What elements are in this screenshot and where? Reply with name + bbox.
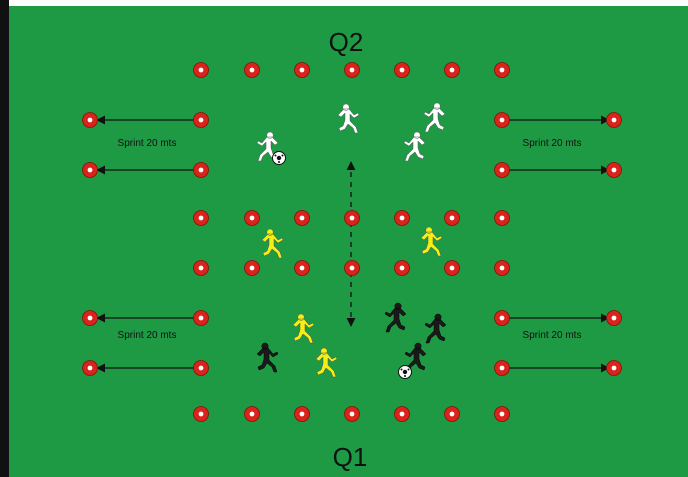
cone-marker-icon	[495, 211, 510, 226]
cone-marker-icon	[194, 407, 209, 422]
cone-marker-icon	[607, 361, 622, 376]
cone-marker-icon	[607, 311, 622, 326]
cone-marker-icon	[245, 211, 260, 226]
soccer-ball-icon	[399, 366, 412, 379]
cone-marker-icon	[295, 261, 310, 276]
cone-marker-icon	[83, 311, 98, 326]
cone-marker-icon	[495, 113, 510, 128]
cone-marker-icon	[345, 63, 360, 78]
cone-marker-icon	[194, 163, 209, 178]
sprint-label-bottom-right: Sprint 20 mts	[523, 330, 582, 341]
cone-marker-icon	[445, 63, 460, 78]
cone-marker-icon	[345, 211, 360, 226]
cone-marker-icon	[245, 63, 260, 78]
cone-marker-icon	[495, 163, 510, 178]
sprint-label-top-right: Sprint 20 mts	[523, 138, 582, 149]
cone-marker-icon	[245, 407, 260, 422]
cone-marker-icon	[607, 113, 622, 128]
cone-marker-icon	[445, 261, 460, 276]
cone-marker-icon	[194, 311, 209, 326]
cone-marker-icon	[194, 261, 209, 276]
sprint-label-bottom-left: Sprint 20 mts	[118, 330, 177, 341]
cone-marker-icon	[395, 261, 410, 276]
soccer-ball-icon	[273, 152, 286, 165]
cone-marker-icon	[445, 407, 460, 422]
cone-marker-icon	[345, 407, 360, 422]
cone-marker-icon	[83, 113, 98, 128]
cone-marker-icon	[445, 211, 460, 226]
cone-marker-icon	[495, 63, 510, 78]
cone-marker-icon	[194, 113, 209, 128]
cone-marker-icon	[194, 211, 209, 226]
cone-marker-icon	[495, 261, 510, 276]
cone-marker-icon	[495, 361, 510, 376]
cone-marker-icon	[295, 407, 310, 422]
cone-marker-icon	[194, 63, 209, 78]
cone-marker-icon	[345, 261, 360, 276]
cone-marker-icon	[83, 163, 98, 178]
sprint-label-top-left: Sprint 20 mts	[118, 138, 177, 149]
cone-marker-icon	[83, 361, 98, 376]
cone-marker-icon	[245, 261, 260, 276]
pitch-top-edge	[9, 0, 688, 6]
cone-marker-icon	[607, 163, 622, 178]
cone-marker-icon	[395, 63, 410, 78]
cone-marker-icon	[194, 361, 209, 376]
cone-marker-icon	[295, 211, 310, 226]
cone-marker-icon	[495, 407, 510, 422]
cone-marker-icon	[395, 407, 410, 422]
zone-label-q1: Q1	[333, 442, 368, 472]
cone-marker-icon	[495, 311, 510, 326]
cone-marker-icon	[295, 63, 310, 78]
zone-label-q2: Q2	[329, 27, 364, 57]
cone-marker-icon	[395, 211, 410, 226]
